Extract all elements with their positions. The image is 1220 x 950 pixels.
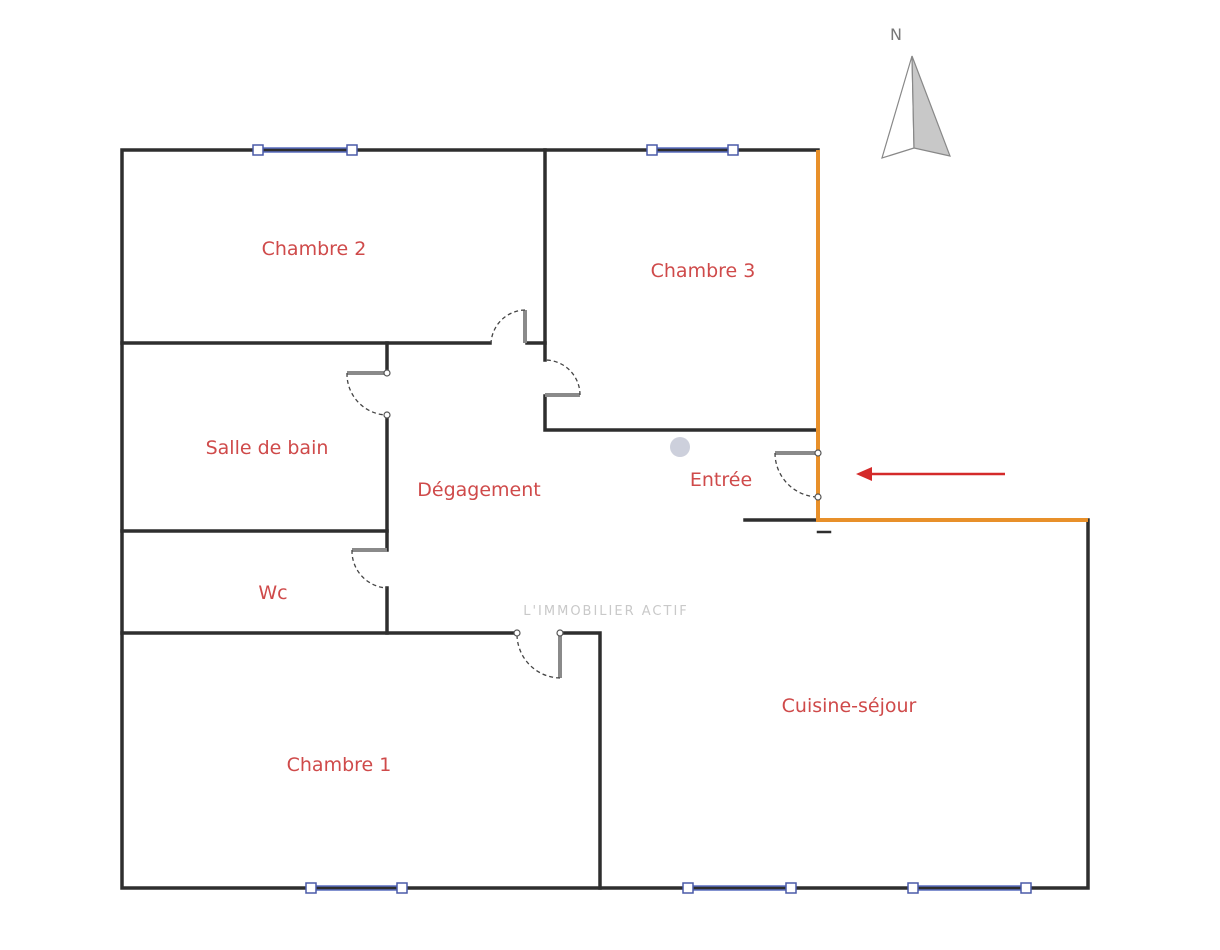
window	[646, 144, 739, 156]
watermark: L'IMMOBILIER ACTIF	[523, 604, 689, 619]
door-chambre1	[513, 629, 564, 679]
door-salle-de-bain	[346, 369, 391, 419]
doors	[346, 309, 822, 679]
room-label-cuisine-sejour: Cuisine-séjour	[782, 695, 917, 717]
entry-arrow-icon	[856, 467, 1005, 481]
room-label-chambre-3: Chambre 3	[651, 260, 756, 282]
window	[252, 144, 358, 156]
room-label-degagement: Dégagement	[417, 479, 540, 501]
door-chambre3	[544, 359, 581, 397]
window	[907, 882, 1032, 894]
north-arrow-icon: N	[881, 25, 951, 159]
windows	[252, 144, 1032, 894]
door-chambre2	[490, 309, 527, 344]
room-label-chambre-2: Chambre 2	[262, 238, 367, 260]
window	[305, 882, 408, 894]
room-label-entree: Entrée	[690, 469, 752, 491]
door-entree	[774, 449, 822, 501]
room-label-wc: Wc	[258, 582, 287, 604]
door-wc	[351, 548, 388, 589]
window	[682, 882, 797, 894]
marker-dot-icon	[670, 437, 690, 457]
room-label-chambre-1: Chambre 1	[287, 754, 392, 776]
north-label: N	[890, 25, 902, 44]
room-label-salle-de-bain: Salle de bain	[206, 437, 329, 459]
exterior-highlight-walls	[816, 150, 1088, 522]
